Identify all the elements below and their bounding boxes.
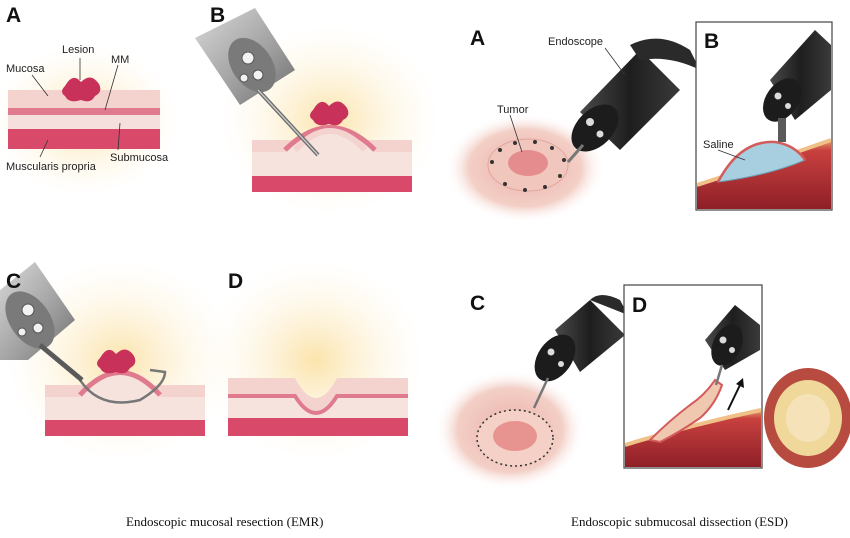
endoscope-channel-icon (252, 69, 264, 81)
emr-letter-b: B (210, 4, 225, 27)
mucosa-surface-line (624, 408, 762, 447)
emr-panel-b (195, 8, 440, 215)
resected-specimen (764, 368, 850, 468)
marking-dots (490, 140, 566, 192)
endoscope-channel-icon (241, 51, 255, 65)
endoscope-channel-icon (239, 73, 249, 83)
mucosa-raised (292, 128, 368, 153)
esd-caption: Endoscopic submucosal dissection (ESD) (571, 514, 788, 529)
endoscope-tip (762, 78, 802, 122)
endoscope-cable (630, 38, 700, 70)
endoscope-channel-icon (774, 92, 782, 100)
esd-panel-d (623, 284, 763, 469)
emr-letter-c: C (6, 270, 21, 293)
muscularis-mucosae-layer (8, 108, 160, 115)
leader-line (104, 64, 119, 111)
specimen-center (786, 394, 830, 442)
injection-needle (778, 118, 786, 142)
leader-line (31, 74, 49, 97)
emr-letter-d: D (228, 270, 243, 293)
endoscope-channel-icon (729, 347, 735, 353)
muscularis-propria-layer (45, 420, 205, 436)
submucosa-layer (228, 396, 408, 418)
muscularis-mucosae-line (228, 394, 408, 415)
esd-letter-b: B (704, 30, 719, 53)
lifted-mucosa (716, 140, 807, 183)
submucosa-layer (8, 115, 160, 129)
mucosa-defect (228, 378, 408, 413)
endoscope-channel-icon (32, 322, 44, 334)
electrosurgical-knife (714, 364, 724, 386)
submucosa-bulge (45, 371, 205, 420)
esd-letter-c: C (470, 292, 485, 315)
emr-panel-a (0, 45, 180, 195)
leader-line (117, 122, 121, 151)
submucosa-bulge (252, 126, 412, 176)
endoscope-channel-icon (17, 327, 27, 337)
label-saline: Saline (703, 139, 734, 151)
endoscope-channel-icon (21, 303, 35, 317)
electrosurgical-knife (532, 377, 550, 409)
snare-loop (78, 368, 167, 404)
lift-arrowhead-icon (736, 378, 744, 388)
lift-arrow-icon (727, 384, 741, 411)
endoscope-channel-icon (586, 118, 594, 126)
endoscope-tip (571, 104, 619, 152)
endoscope-tip (711, 324, 743, 366)
endoscope-tip (534, 334, 576, 382)
leader-line (604, 47, 626, 76)
label-lesion: Lesion (62, 44, 94, 56)
snare-catheter (38, 343, 84, 382)
emr-letter-a: A (6, 4, 21, 27)
muscularis-propria-layer (228, 418, 408, 436)
marking-knife (566, 144, 585, 163)
tumor-shape (493, 421, 537, 451)
leader-line (717, 149, 746, 161)
endoscope-channel-icon (719, 336, 727, 344)
esd-letter-a: A (470, 27, 485, 50)
dissected-flap (647, 378, 724, 444)
esd-panel-c (435, 295, 628, 490)
label-endoscope: Endoscope (548, 36, 603, 48)
tumor-shape (508, 150, 548, 176)
muscularis-propria-layer (252, 176, 412, 192)
label-mm: MM (111, 54, 129, 66)
esd-panel-b (695, 21, 833, 211)
label-muscularis-propria: Muscularis propria (6, 161, 97, 173)
endoscope-channel-icon (558, 361, 564, 367)
leader-line (39, 139, 49, 158)
endoscope-tip (5, 291, 55, 349)
emr-caption: Endoscopic mucosal resection (EMR) (126, 514, 324, 529)
esd-letter-d: D (632, 294, 647, 317)
label-tumor: Tumor (497, 104, 529, 116)
endoscope-cable (590, 295, 628, 315)
lesion-shape (310, 101, 349, 126)
endoscope-channel-icon (547, 348, 555, 356)
lesion-shape (97, 349, 136, 374)
muscularis-mucosae-line (283, 125, 377, 152)
label-mucosa: Mucosa (6, 63, 45, 75)
injection-needle-highlight (257, 89, 319, 156)
emr-panel-d (205, 260, 425, 460)
leader-line (509, 114, 523, 153)
endoscope-channel-icon (596, 130, 604, 138)
emr-panel-c (0, 260, 235, 460)
lesion-shape (62, 77, 101, 102)
gut-wall (625, 410, 761, 467)
esd-panel-a (445, 38, 700, 223)
label-submucosa: Submucosa (110, 152, 169, 164)
muscularis-propria-layer (8, 129, 160, 149)
endoscope-channel-icon (785, 103, 791, 109)
